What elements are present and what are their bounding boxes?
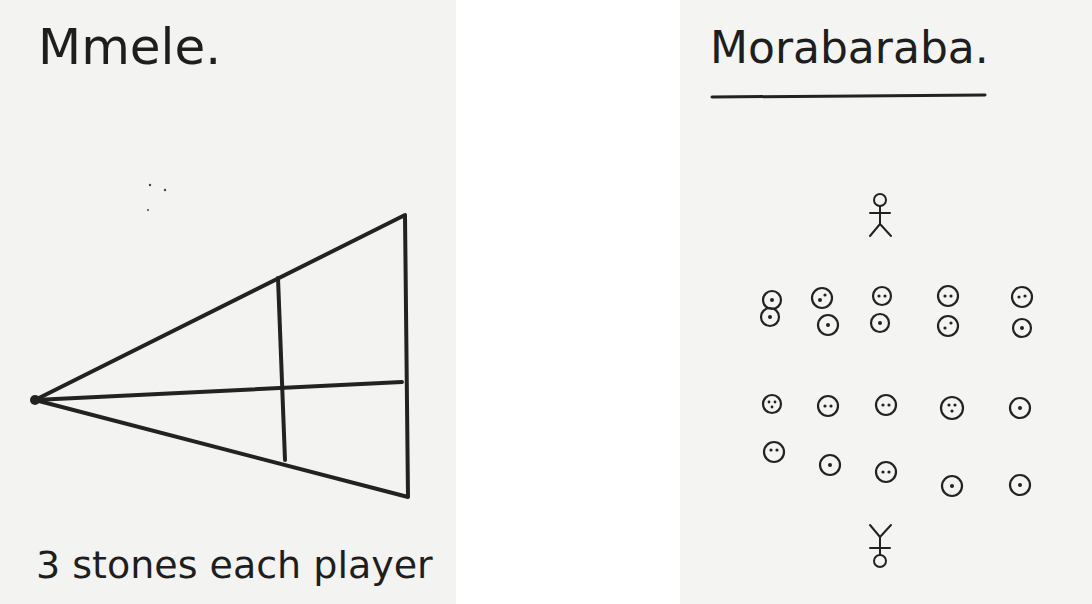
stone-dots	[768, 293, 1027, 488]
game-title: Morabaraba.	[710, 24, 989, 72]
note-text: 3 stones each player	[36, 545, 433, 587]
game-stones	[761, 286, 1032, 496]
stick-figure	[870, 525, 891, 567]
mmele-board	[35, 215, 408, 497]
title-underline	[712, 95, 985, 97]
game-title: Mmele.	[38, 20, 221, 75]
paper-sheet	[0, 0, 456, 604]
paper-specks	[147, 184, 166, 211]
paper-sheet	[680, 0, 1092, 604]
stick-figure	[870, 194, 891, 236]
board-point	[30, 395, 40, 405]
